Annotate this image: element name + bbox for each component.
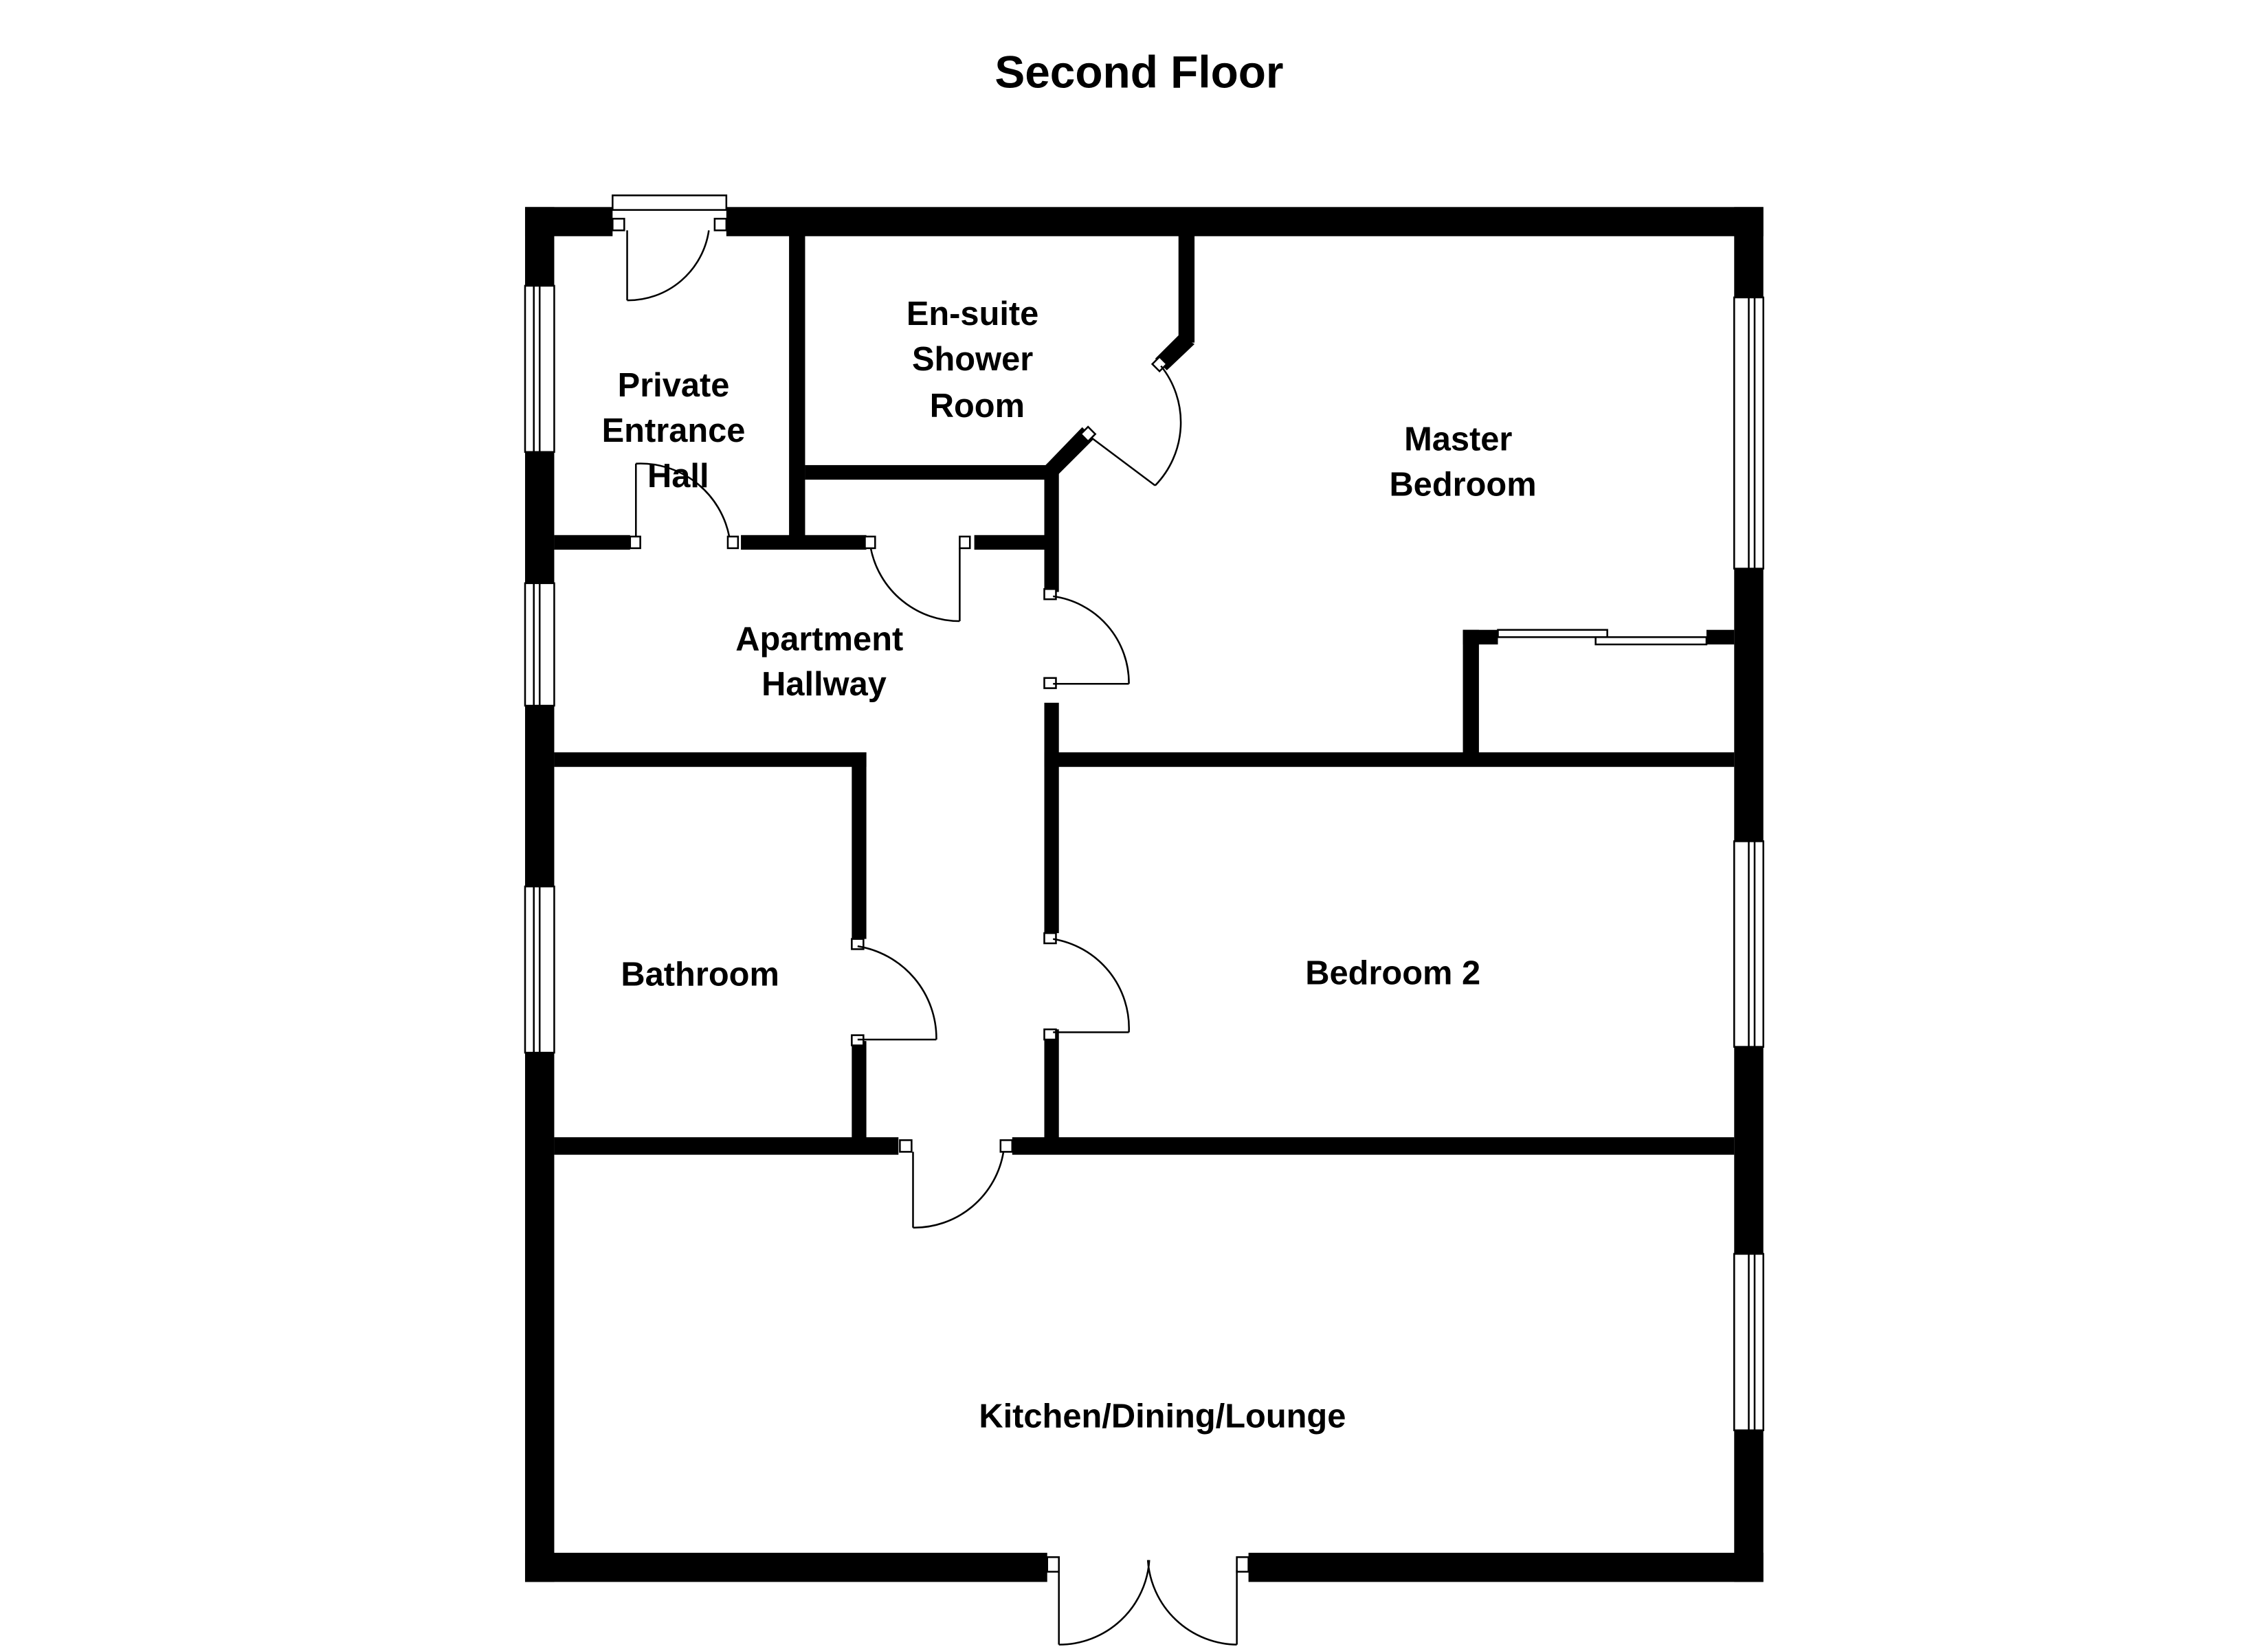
- room-label-master-bedroom: Master Bedroom: [1389, 421, 1536, 504]
- door-cupboard: [864, 535, 971, 622]
- window-right-1: [1733, 296, 1764, 570]
- room-label-hallway: Apartment Hallway: [735, 620, 913, 703]
- doors: [612, 194, 1708, 1646]
- door-entrance-hall: [629, 462, 740, 550]
- room-label-bedroom2: Bedroom 2: [1305, 954, 1480, 991]
- window-right-3: [1733, 1253, 1764, 1431]
- room-label-ensuite: En-suite Shower Room: [907, 295, 1048, 425]
- window-right-2: [1733, 840, 1764, 1048]
- door-front: [612, 194, 728, 302]
- door-kitchen: [899, 1139, 1014, 1229]
- floor-title: Second Floor: [994, 46, 1283, 97]
- door-bathroom: [851, 938, 937, 1046]
- room-label-bathroom: Bathroom: [621, 956, 779, 993]
- door-french: [1046, 1556, 1249, 1646]
- door-master: [1043, 588, 1130, 689]
- room-label-entrance-hall: Private Entrance Hall: [602, 367, 755, 495]
- window-left-1: [524, 284, 555, 453]
- room-label-kitchen: Kitchen/Dining/Lounge: [979, 1398, 1346, 1435]
- door-ensuite: [1079, 355, 1182, 486]
- windows: [524, 284, 1764, 1431]
- wardrobe-sliding-doors: [1497, 629, 1708, 646]
- walls: [524, 207, 1764, 1582]
- room-labels: Private Entrance Hall En-suite Shower Ro…: [602, 295, 1537, 1435]
- window-left-2: [524, 582, 555, 707]
- door-bedroom2: [1043, 932, 1130, 1041]
- window-left-3: [524, 885, 555, 1054]
